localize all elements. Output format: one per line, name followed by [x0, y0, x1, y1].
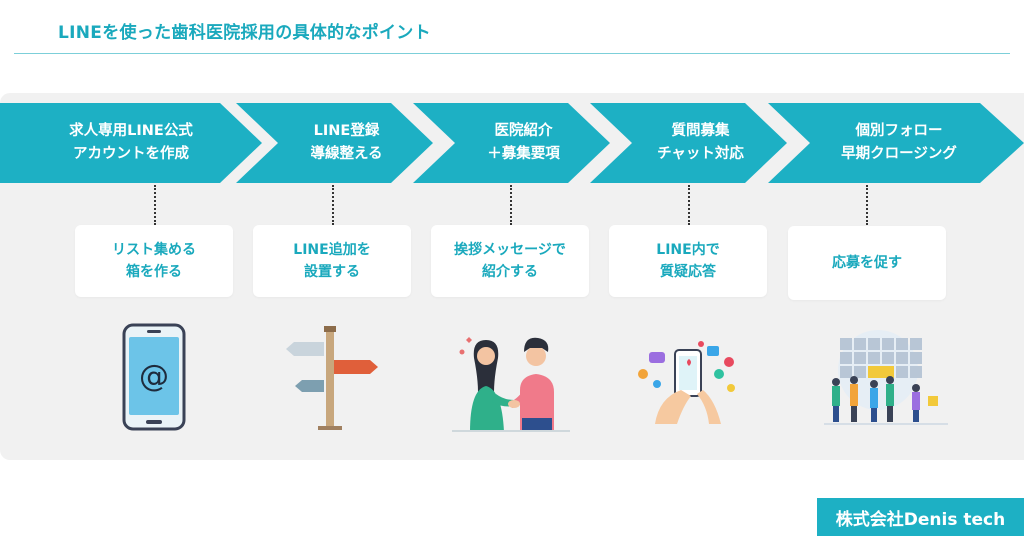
step-1-detail-card: リスト集める 箱を作る [75, 225, 233, 297]
step-3-heading-line-2: ＋募集要項 [487, 146, 560, 162]
step-1-detail-line-1: リスト集める [112, 242, 196, 258]
step-4-connector [688, 185, 690, 225]
smartphone-at-icon: @ [122, 323, 186, 431]
step-2-heading-line-1: LINE登録 [313, 123, 380, 139]
signpost-icon [286, 326, 378, 430]
step-4-heading-line-1: 質問募集 [671, 123, 730, 139]
handshake-people-icon [452, 337, 570, 432]
step-4-detail-line-1: LINE内で [656, 242, 720, 258]
title-divider [14, 53, 1010, 54]
step-1-heading-line-1: 求人専用LINE公式 [69, 123, 193, 139]
step-3-detail-line-2: 紹介する [482, 264, 538, 280]
page-title: LINEを使った歯科医院採用の具体的なポイント [58, 23, 431, 43]
step-3-detail-card: 挨拶メッセージで 紹介する [431, 225, 589, 297]
step-5-heading-line-1: 個別フォロー [855, 123, 943, 139]
step-5-detail-line-1: 応募を促す [832, 255, 902, 271]
step-3-detail-line-1: 挨拶メッセージで [454, 242, 566, 258]
brand-label: 株式会社Denis tech [817, 498, 1024, 536]
step-1-detail-line-2: 箱を作る [126, 264, 182, 280]
step-2-connector [332, 185, 334, 225]
step-5-chevron: 個別フォロー 早期クロージング [768, 103, 1024, 183]
step-5-connector [866, 185, 868, 225]
step-3-heading-line-1: 医院紹介 [494, 123, 553, 139]
step-4-detail-line-2: 質疑応答 [660, 264, 716, 280]
step-4-detail-card: LINE内で 質疑応答 [609, 225, 767, 297]
step-1-chevron: 求人専用LINE公式 アカウントを作成 [0, 103, 262, 183]
step-5-heading-line-2: 早期クロージング [841, 146, 957, 162]
step-2-detail-line-2: 設置する [304, 264, 360, 280]
step-1-heading-line-2: アカウントを作成 [73, 146, 189, 162]
step-1-connector [154, 185, 156, 225]
step-2-heading-line-2: 導線整える [310, 146, 383, 162]
step-5-detail-card: 応募を促す [788, 226, 946, 300]
phone-chat-icon [638, 341, 735, 424]
step-3-connector [510, 185, 512, 225]
step-2-detail-card: LINE追加を 設置する [253, 225, 411, 297]
step-2-detail-line-1: LINE追加を [293, 242, 371, 258]
svg-text:@: @ [139, 359, 169, 394]
step-4-heading-line-2: チャット対応 [657, 146, 744, 162]
recruit-team-icon [824, 330, 948, 425]
